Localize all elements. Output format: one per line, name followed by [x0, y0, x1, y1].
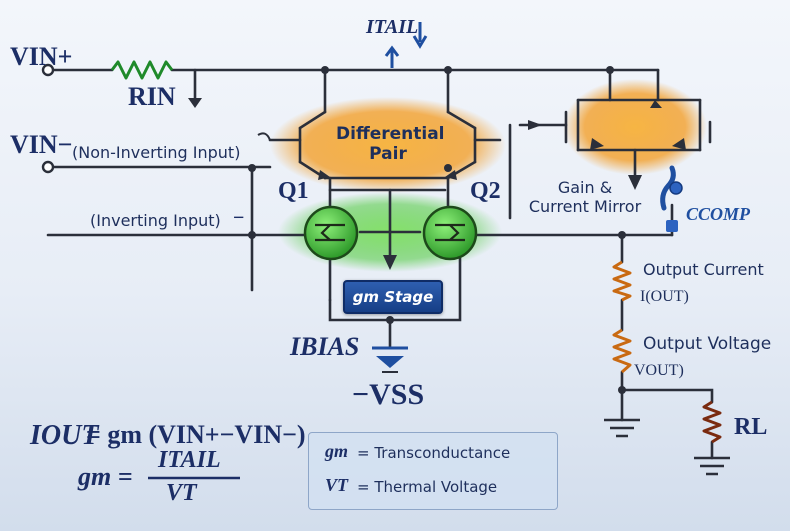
ccomp-capacitor-icon [660, 165, 683, 232]
differential-pair-label: Differential Pair [336, 124, 445, 164]
differential-pair-line2: Pair [369, 144, 407, 164]
legend-vt-text: = Thermal Voltage [357, 478, 498, 496]
mirror-left-arrow-icon [590, 138, 604, 150]
vss-label: −VSS [352, 378, 425, 411]
mirror-top-arrow-icon [650, 100, 662, 108]
ground-icon [694, 456, 730, 476]
inverting-sign-label: − [233, 207, 245, 229]
current-mirror-line1: Gain & [557, 178, 613, 197]
mirror-right-arrow-icon [672, 138, 686, 150]
itail-label: ITAIL [366, 16, 419, 38]
q2-label: Q2 [470, 178, 501, 204]
itail-down-arrow-icon [412, 22, 428, 49]
iout-node-label: I(OUT) [640, 288, 689, 305]
junction-dots [248, 66, 626, 394]
ccomp-label: CCOMP [686, 204, 751, 224]
vss-supply-icon [372, 346, 408, 373]
output-current-label: Output Current [643, 260, 764, 279]
mirror-input-arrow-icon [528, 120, 542, 130]
inverting-input-label: (Inverting Input) [90, 211, 221, 230]
gm-stage-down-arrow-icon [383, 255, 397, 270]
rl-label: RL [734, 414, 768, 440]
legend-vt-symbol: VT [325, 475, 349, 495]
gm-stage-button[interactable]: gm Stage [343, 280, 443, 314]
gm-transistor-left [303, 205, 359, 261]
output-voltage-resistor [612, 328, 632, 374]
vin-minus-label: VIN− [10, 130, 73, 159]
vin-minus-input-arrow-icon [257, 132, 271, 141]
vin-plus-terminal[interactable] [41, 63, 55, 77]
output-current-resistor [612, 260, 632, 302]
vin-plus-label: VIN+ [10, 42, 73, 71]
rl-resistor [702, 400, 722, 444]
current-mirror-line2: Current Mirror [528, 197, 642, 216]
vout-node-label: VOUT) [634, 362, 684, 379]
rin-label: RIN [128, 82, 176, 111]
rin-resistor [110, 60, 174, 80]
q1-label: Q1 [278, 178, 309, 204]
ibias-label: IBIAS [290, 332, 360, 361]
rin-down-arrow-icon [188, 98, 202, 108]
q2-emitter-arrow-icon [445, 170, 457, 180]
vin-minus-terminal[interactable] [41, 160, 55, 174]
mirror-down-arrow-icon [628, 175, 642, 190]
gm-transistor-right [422, 205, 478, 261]
output-voltage-label: Output Voltage [643, 334, 772, 354]
ground-icon [604, 418, 640, 438]
gm-equation-lhs: gm = [78, 462, 133, 491]
q1-emitter-arrow-icon [318, 170, 330, 180]
iout-equation-rhs: = gm (VIN+−VIN−) [86, 420, 306, 449]
gm-equation-denominator: VT [166, 480, 197, 506]
current-mirror-label: Gain & Current Mirror [527, 178, 643, 216]
itail-up-arrow-icon [384, 45, 400, 68]
legend-gm-text: = Transconductance [357, 444, 511, 462]
iout-equation-lhs: IOUT [30, 420, 99, 451]
gm-equation-numerator: ITAIL [158, 447, 221, 473]
legend-gm-symbol: gm [325, 441, 349, 461]
legend-box: gm = Transconductance VT = Thermal Volta… [308, 432, 558, 510]
differential-pair-line1: Differential [336, 124, 445, 144]
non-inverting-input-label: (Non-Inverting Input) [72, 143, 241, 162]
